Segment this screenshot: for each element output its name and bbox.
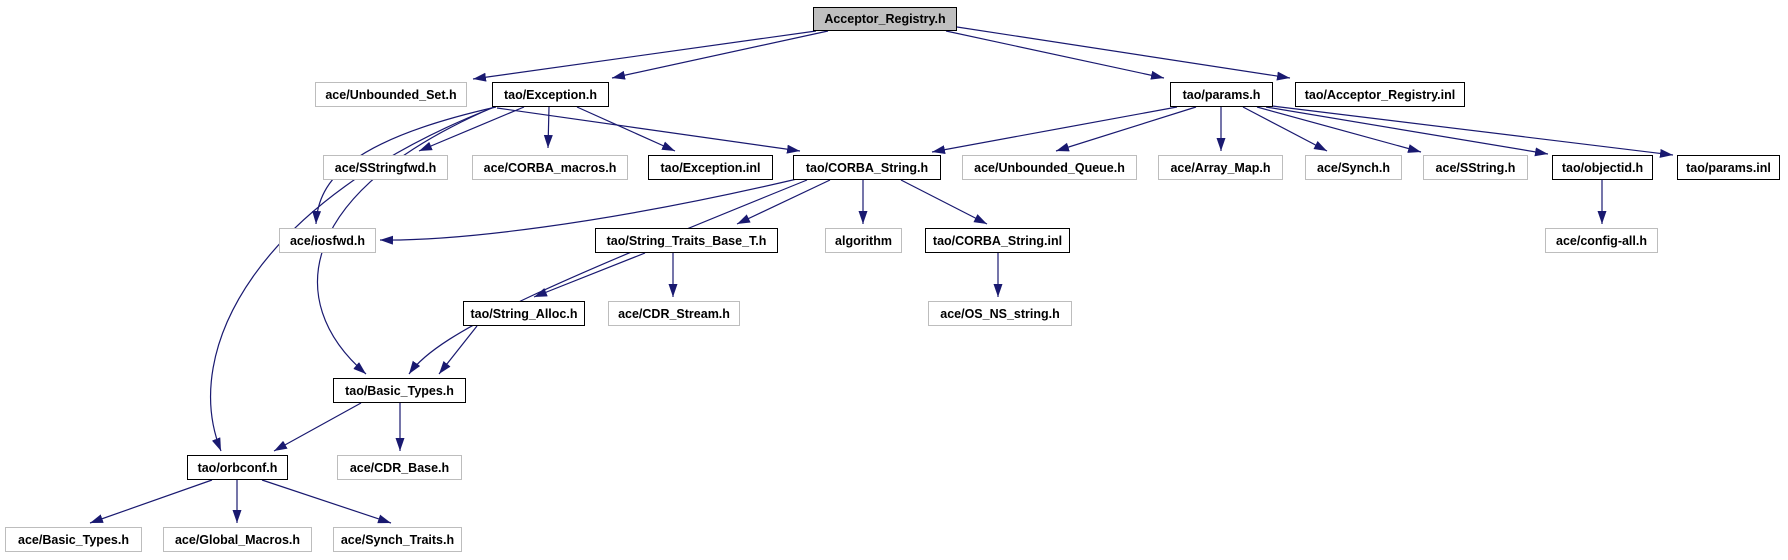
node-ace-synch-h: ace/Synch.h xyxy=(1305,155,1402,180)
edge-tao-exception-h-to-ace-corba-macros-h xyxy=(543,106,553,149)
node-ace-os-ns-string-h: ace/OS_NS_string.h xyxy=(928,301,1072,326)
edge-tao-params-h-to-ace-sstring-h xyxy=(1256,106,1422,153)
node-ace-iosfwd-h: ace/iosfwd.h xyxy=(279,228,376,253)
node-tao-params-inl[interactable]: tao/params.inl xyxy=(1677,155,1780,180)
node-tao-exception-h[interactable]: tao/Exception.h xyxy=(492,82,609,107)
node-ace-synch-traits-h: ace/Synch_Traits.h xyxy=(333,527,462,552)
node-tao-exception-inl[interactable]: tao/Exception.inl xyxy=(648,155,773,180)
edge-acceptor-registry-h-to-tao-exception-h xyxy=(611,30,829,80)
node-ace-basic-types-h: ace/Basic_Types.h xyxy=(5,527,142,552)
node-tao-orbconf-h[interactable]: tao/orbconf.h xyxy=(187,455,288,480)
edge-tao-corba-string-h-to-tao-corba-string-inl xyxy=(900,179,988,225)
edge-acceptor-registry-h-to-tao-acceptor-registry-inl xyxy=(956,26,1291,81)
edge-acceptor-registry-h-to-tao-params-h xyxy=(945,30,1165,80)
edge-tao-string-alloc-h-to-tao-basic-types-h xyxy=(438,325,478,375)
node-tao-objectid-h[interactable]: tao/objectid.h xyxy=(1552,155,1653,180)
edges-group xyxy=(89,26,1674,524)
node-ace-config-all-h: ace/config-all.h xyxy=(1545,228,1658,253)
node-tao-string-alloc-h[interactable]: tao/String_Alloc.h xyxy=(463,301,585,326)
edge-tao-exception-h-to-tao-orbconf-h xyxy=(209,107,493,452)
edge-tao-corba-string-h-to-tao-basic-types-h xyxy=(408,179,808,375)
edge-tao-params-h-to-ace-synch-h xyxy=(1242,106,1328,152)
edge-tao-params-h-to-tao-corba-string-h xyxy=(931,106,1178,155)
node-ace-unbounded-set-h: ace/Unbounded_Set.h xyxy=(315,82,467,107)
node-ace-global-macros-h: ace/Global_Macros.h xyxy=(163,527,312,552)
edge-tao-exception-h-to-ace-sstringfwd-h xyxy=(418,106,525,152)
node-tao-corba-string-h[interactable]: tao/CORBA_String.h xyxy=(793,155,941,180)
node-ace-sstringfwd-h: ace/SStringfwd.h xyxy=(323,155,448,180)
edge-acceptor-registry-h-to-ace-unbounded-set-h xyxy=(472,30,817,82)
node-ace-unbounded-queue-h: ace/Unbounded_Queue.h xyxy=(962,155,1137,180)
edge-tao-orbconf-h-to-ace-synch-traits-h xyxy=(261,479,392,524)
edge-tao-params-h-to-tao-params-inl xyxy=(1271,105,1674,158)
edge-tao-corba-string-h-to-tao-string-traits-base-t-h xyxy=(736,179,831,225)
edge-tao-params-h-to-ace-unbounded-queue-h xyxy=(1055,106,1197,152)
node-tao-basic-types-h[interactable]: tao/Basic_Types.h xyxy=(333,378,466,403)
edge-tao-exception-h-to-tao-exception-inl xyxy=(576,106,676,152)
edge-tao-corba-string-h-to-ace-iosfwd-h xyxy=(379,178,798,245)
edge-tao-exception-h-to-tao-corba-string-h xyxy=(496,107,801,154)
edge-tao-basic-types-h-to-tao-orbconf-h xyxy=(273,402,362,452)
edge-tao-string-traits-base-t-h-to-tao-string-alloc-h xyxy=(533,252,646,298)
node-algorithm: algorithm xyxy=(825,228,902,253)
edge-tao-orbconf-h-to-ace-basic-types-h xyxy=(89,479,213,524)
node-tao-corba-string-inl[interactable]: tao/CORBA_String.inl xyxy=(925,228,1070,253)
node-tao-string-traits-base-t-h[interactable]: tao/String_Traits_Base_T.h xyxy=(595,228,778,253)
node-ace-cdr-stream-h: ace/CDR_Stream.h xyxy=(608,301,740,326)
node-ace-corba-macros-h: ace/CORBA_macros.h xyxy=(472,155,628,180)
node-ace-array-map-h: ace/Array_Map.h xyxy=(1158,155,1283,180)
node-ace-sstring-h: ace/SString.h xyxy=(1423,155,1528,180)
node-tao-acceptor-registry-inl[interactable]: tao/Acceptor_Registry.inl xyxy=(1295,82,1465,107)
node-acceptor-registry-h: Acceptor_Registry.h xyxy=(813,7,957,31)
node-tao-params-h[interactable]: tao/params.h xyxy=(1170,82,1273,107)
edge-tao-params-h-to-tao-objectid-h xyxy=(1265,106,1549,157)
node-ace-cdr-base-h: ace/CDR_Base.h xyxy=(337,455,462,480)
